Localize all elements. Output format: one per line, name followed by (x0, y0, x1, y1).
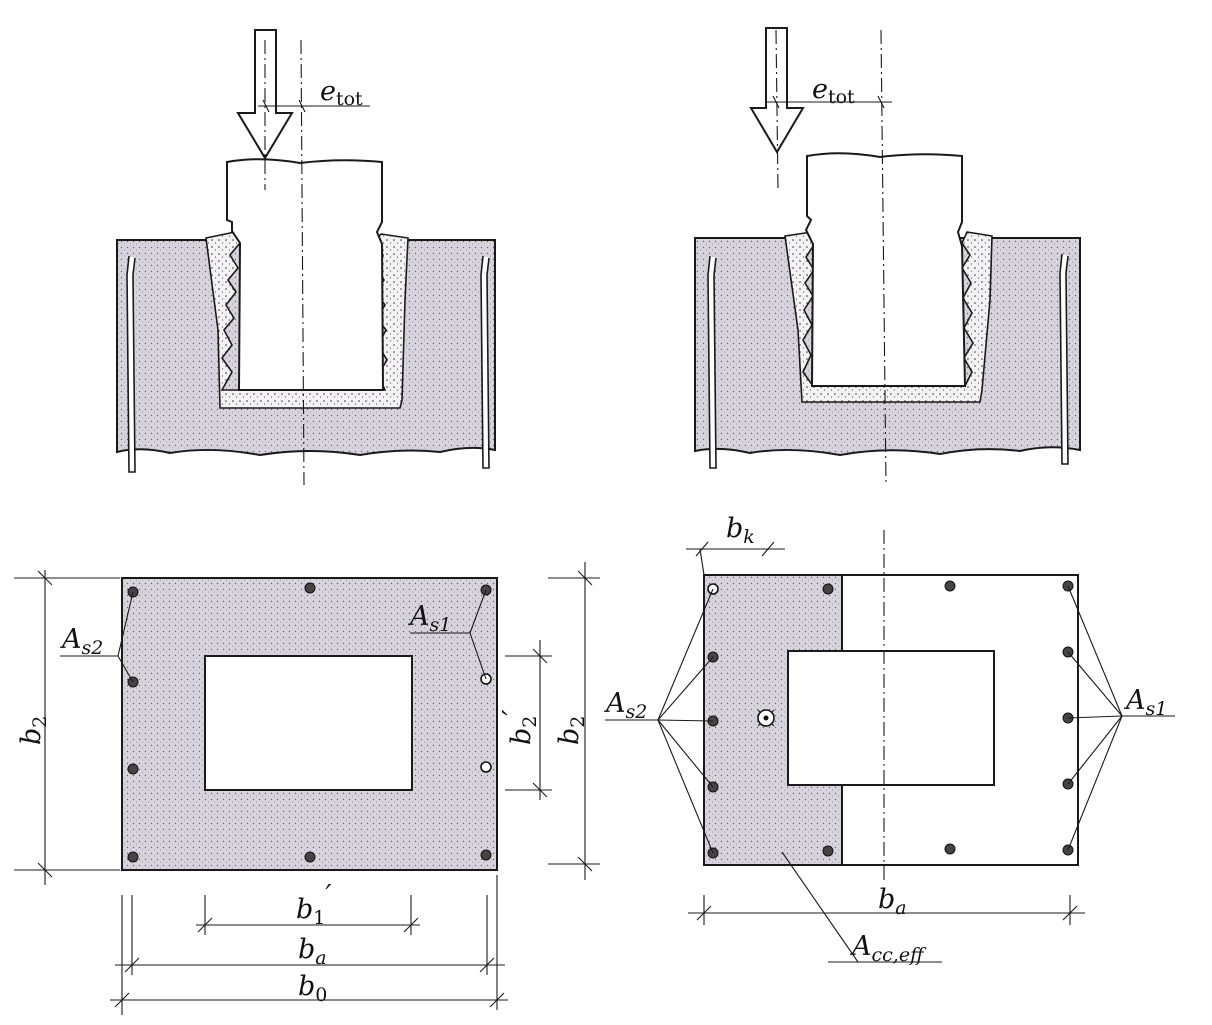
plan-left-opening (204, 655, 413, 791)
section-left (116, 29, 496, 486)
column-right (804, 152, 967, 387)
axis-right (880, 29, 887, 486)
label-etot-right: etot (812, 74, 855, 108)
label-etot-left: etot (320, 76, 363, 110)
label-ba-left: ba (298, 934, 327, 969)
section-right (694, 27, 1081, 486)
label-As1-right: As1 (1123, 685, 1167, 720)
plan-left (14, 562, 600, 1015)
label-Acc-eff: Acc,eff (849, 931, 927, 966)
column-left (226, 158, 385, 391)
label-b2-mid: b2 (554, 716, 589, 745)
label-As2-left: As2 (59, 624, 103, 659)
label-b2-left: b2 (16, 716, 51, 745)
label-bk: bk (726, 513, 755, 548)
label-As2-right: As2 (603, 688, 647, 723)
plan-right (605, 530, 1175, 963)
label-As1-left: As1 (407, 601, 451, 636)
label-ba-right: ba (878, 884, 907, 919)
plan-right-opening (787, 650, 995, 786)
rebar-left-1 (126, 255, 136, 473)
rebar-left-2 (480, 255, 490, 469)
axis-left (300, 39, 305, 486)
label-b0: b0 (298, 971, 327, 1006)
rebar-right-2 (1059, 253, 1069, 465)
rebar-right-1 (707, 255, 717, 469)
label-b2prime: b2′ (498, 709, 541, 745)
grout-fill-right (784, 231, 993, 403)
label-b1prime: b1′ (296, 880, 332, 929)
